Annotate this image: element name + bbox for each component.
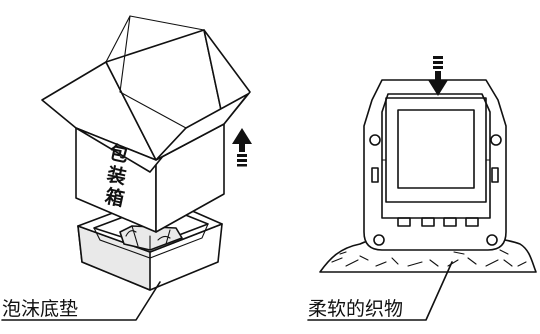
foam-base-label: 泡沫底垫 — [2, 298, 79, 320]
soft-fabric-label: 柔软的织物 — [308, 298, 404, 320]
box-label-char: 箱 — [103, 184, 126, 210]
product-device — [363, 79, 507, 251]
box-label-char: 包 — [107, 140, 130, 166]
leader-line-soft-fabric — [307, 261, 453, 321]
box-label-char: 装 — [104, 162, 128, 189]
arrow-down-icon — [428, 56, 448, 96]
leader-line-foam-base — [1, 281, 161, 321]
packing-box: 包 装 箱 — [41, 15, 251, 233]
arrow-up-icon — [232, 128, 252, 167]
